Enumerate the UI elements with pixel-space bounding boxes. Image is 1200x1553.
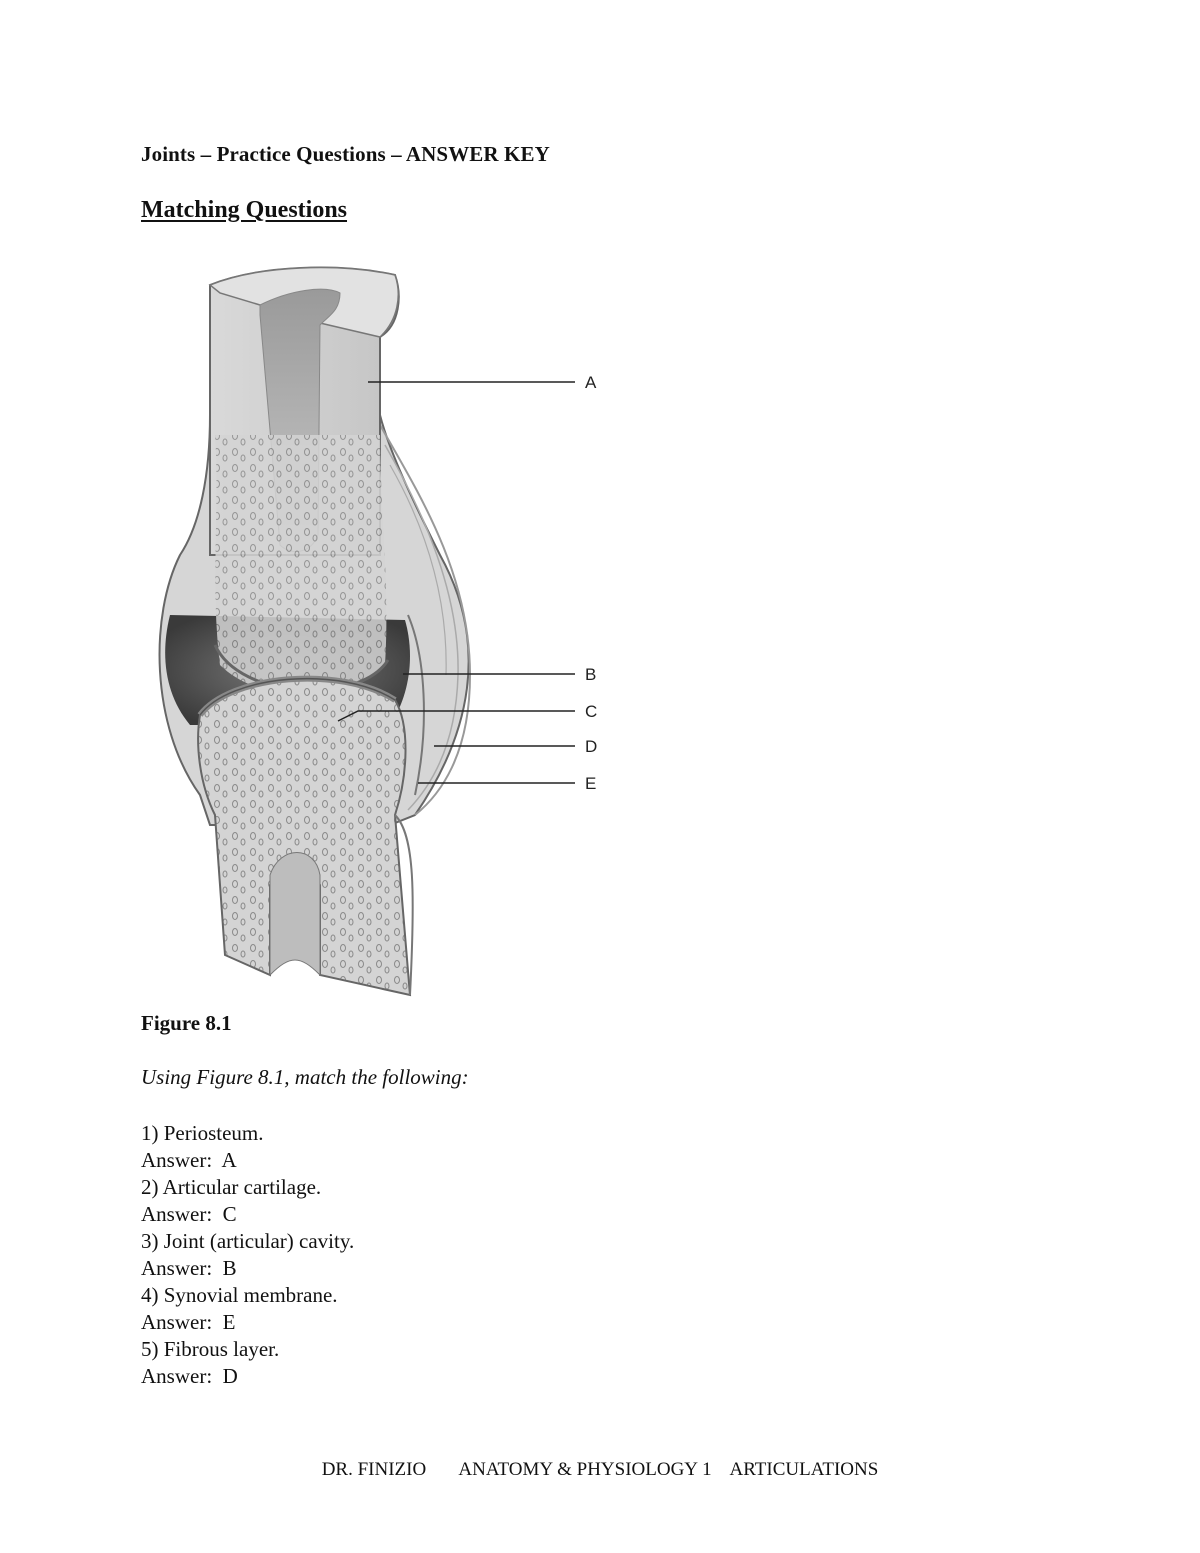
section-heading: Matching Questions <box>141 197 348 223</box>
document-title: Joints – Practice Questions – ANSWER KEY <box>141 142 550 166</box>
figure-label-d: D <box>585 737 597 756</box>
question-2: 2) Articular cartilage. <box>141 1175 322 1199</box>
answer-1: Answer: A <box>141 1148 237 1172</box>
question-1: 1) Periosteum. <box>141 1121 264 1145</box>
footer-course: ANATOMY & PHYSIOLOGY 1 <box>458 1459 712 1480</box>
question-3: 3) Joint (articular) cavity. <box>141 1229 355 1253</box>
figure-label-c: C <box>585 702 597 721</box>
answer-5: Answer: D <box>141 1364 238 1388</box>
instruction-text: Using Figure 8.1, match the following: <box>141 1065 469 1089</box>
footer-topic: ARTICULATIONS <box>729 1459 879 1480</box>
answer-2: Answer: C <box>141 1202 237 1226</box>
question-5: 5) Fibrous layer. <box>141 1337 280 1361</box>
footer-author: DR. FINIZIO <box>321 1459 427 1480</box>
figure-caption: Figure 8.1 <box>141 1011 232 1035</box>
answer-4: Answer: E <box>141 1310 236 1334</box>
figure-label-a: A <box>585 373 597 392</box>
question-list: 1) Periosteum. Answer: A 2) Articular ca… <box>141 1120 354 1390</box>
figure-label-e: E <box>585 774 596 793</box>
joint-diagram-figure: A B C D E <box>140 255 620 1015</box>
figure-label-b: B <box>585 665 596 684</box>
page-footer: DR. FINIZIO ANATOMY & PHYSIOLOGY 1 ARTIC… <box>0 1459 1200 1481</box>
answer-3: Answer: B <box>141 1256 237 1280</box>
question-4: 4) Synovial membrane. <box>141 1283 338 1307</box>
